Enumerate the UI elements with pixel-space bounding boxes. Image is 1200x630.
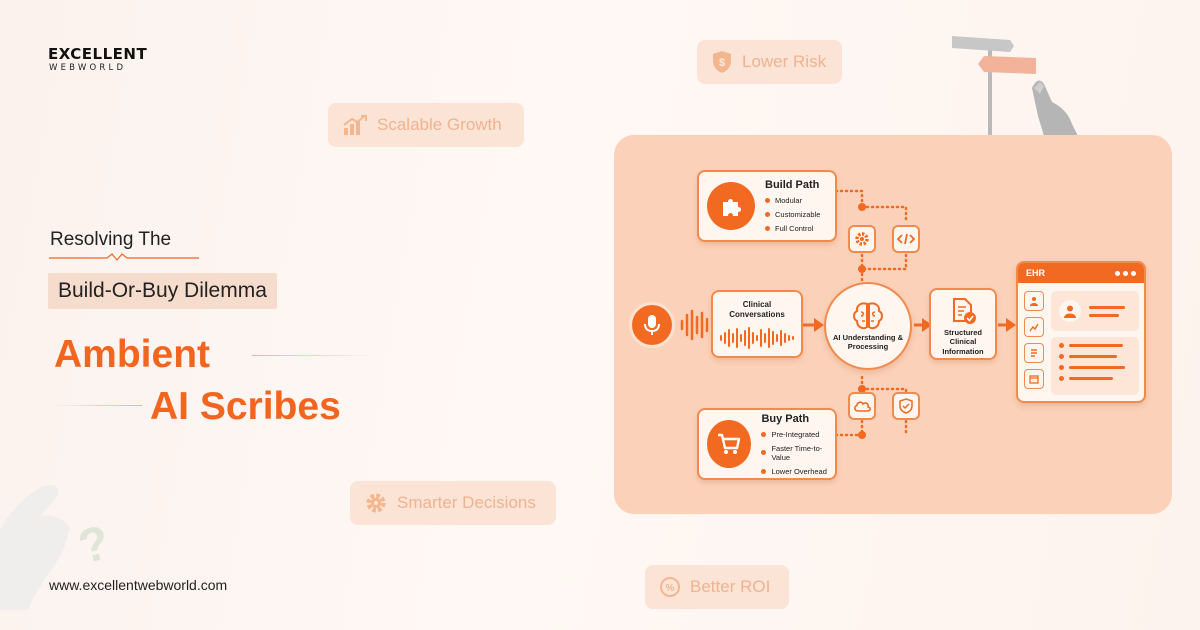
window-dots-icon xyxy=(1115,270,1136,276)
puzzle-icon xyxy=(707,182,755,230)
ehr-patient-card xyxy=(1051,291,1139,331)
structured-info-label: Structured Clinical Information xyxy=(942,328,984,356)
gear-icon xyxy=(366,493,386,513)
structured-info-card: Structured Clinical Information xyxy=(929,288,997,360)
ehr-titlebar: EHR xyxy=(1018,263,1144,283)
build-path-item: Modular xyxy=(765,196,820,205)
svg-text:?: ? xyxy=(73,516,115,575)
squiggle-underline xyxy=(49,253,199,261)
headline-intro: Resolving The xyxy=(50,229,172,250)
build-path-item: Customizable xyxy=(765,210,820,219)
shield-dollar-icon: $ xyxy=(713,51,731,73)
website-url[interactable]: www.excellentwebworld.com xyxy=(49,577,228,593)
growth-chart-icon xyxy=(343,115,367,135)
brand-logo-sub: WEBWORLD xyxy=(49,63,127,73)
calendar-icon xyxy=(1024,369,1044,389)
microphone-icon xyxy=(632,305,672,345)
patient-avatar-icon xyxy=(1059,300,1081,322)
ai-processing-node: AI Understanding & Processing xyxy=(824,282,912,370)
patient-info-lines xyxy=(1089,305,1125,317)
chip-lower-risk: $ Lower Risk xyxy=(697,40,842,84)
buy-path-list: Pre-Integrated Faster Time-to-Value Lowe… xyxy=(761,430,835,476)
svg-text:$: $ xyxy=(719,57,725,69)
document-check-icon xyxy=(953,298,976,324)
chip-better-roi: % Better ROI xyxy=(645,565,789,609)
ehr-record-list xyxy=(1051,337,1139,395)
buy-path-item: Lower Overhead xyxy=(761,467,835,476)
headline-title-line1: Ambient xyxy=(54,333,210,376)
ai-processing-label: AI Understanding & Processing xyxy=(833,332,904,351)
headline-title-line2: AI Scribes xyxy=(150,385,341,428)
chart-icon xyxy=(1024,317,1044,337)
headline-subtitle: Build-Or-Buy Dilemma xyxy=(48,273,277,309)
clinical-conversations-label: Clinical Conversations xyxy=(729,300,785,319)
brand-logo-name: EXCELLENT xyxy=(48,45,148,63)
hand-question-illustration: ? xyxy=(0,484,115,610)
list-doc-icon xyxy=(1024,343,1044,363)
chip-scalable-growth: Scalable Growth xyxy=(328,103,524,147)
signpost-illustration xyxy=(952,36,1078,136)
build-path-card: Build Path Modular Customizable Full Con… xyxy=(697,170,837,242)
diagram-connectors xyxy=(680,189,1016,439)
shield-check-icon xyxy=(892,392,920,420)
percent-badge-icon: % xyxy=(660,577,680,597)
user-icon xyxy=(1024,291,1044,311)
build-path-list: Modular Customizable Full Control xyxy=(765,196,820,233)
build-path-title: Build Path xyxy=(765,179,820,191)
build-path-item: Full Control xyxy=(765,224,820,233)
code-icon xyxy=(892,225,920,253)
ehr-window: EHR xyxy=(1016,261,1146,403)
chip-label: Lower Risk xyxy=(742,52,827,71)
buy-path-item: Pre-Integrated xyxy=(761,430,835,439)
ehr-title: EHR xyxy=(1026,268,1046,278)
shopping-cart-icon xyxy=(707,420,752,468)
chip-smarter-decisions: Smarter Decisions xyxy=(350,481,556,525)
chip-label: Smarter Decisions xyxy=(397,493,536,512)
buy-path-item: Faster Time-to-Value xyxy=(761,444,835,462)
divider-line xyxy=(252,355,377,356)
svg-text:%: % xyxy=(666,583,675,594)
chip-label: Better ROI xyxy=(690,577,771,596)
cloud-icon xyxy=(848,392,876,420)
chip-label: Scalable Growth xyxy=(377,115,502,134)
waveform-icon xyxy=(720,327,794,349)
brain-icon xyxy=(853,302,883,329)
clinical-conversations-card: Clinical Conversations xyxy=(711,290,803,358)
settings-gear-icon xyxy=(848,225,876,253)
buy-path-title: Buy Path xyxy=(761,412,810,425)
divider-line xyxy=(50,405,142,406)
buy-path-card: Buy Path Pre-Integrated Faster Time-to-V… xyxy=(697,408,837,480)
ehr-sidebar xyxy=(1024,291,1044,389)
